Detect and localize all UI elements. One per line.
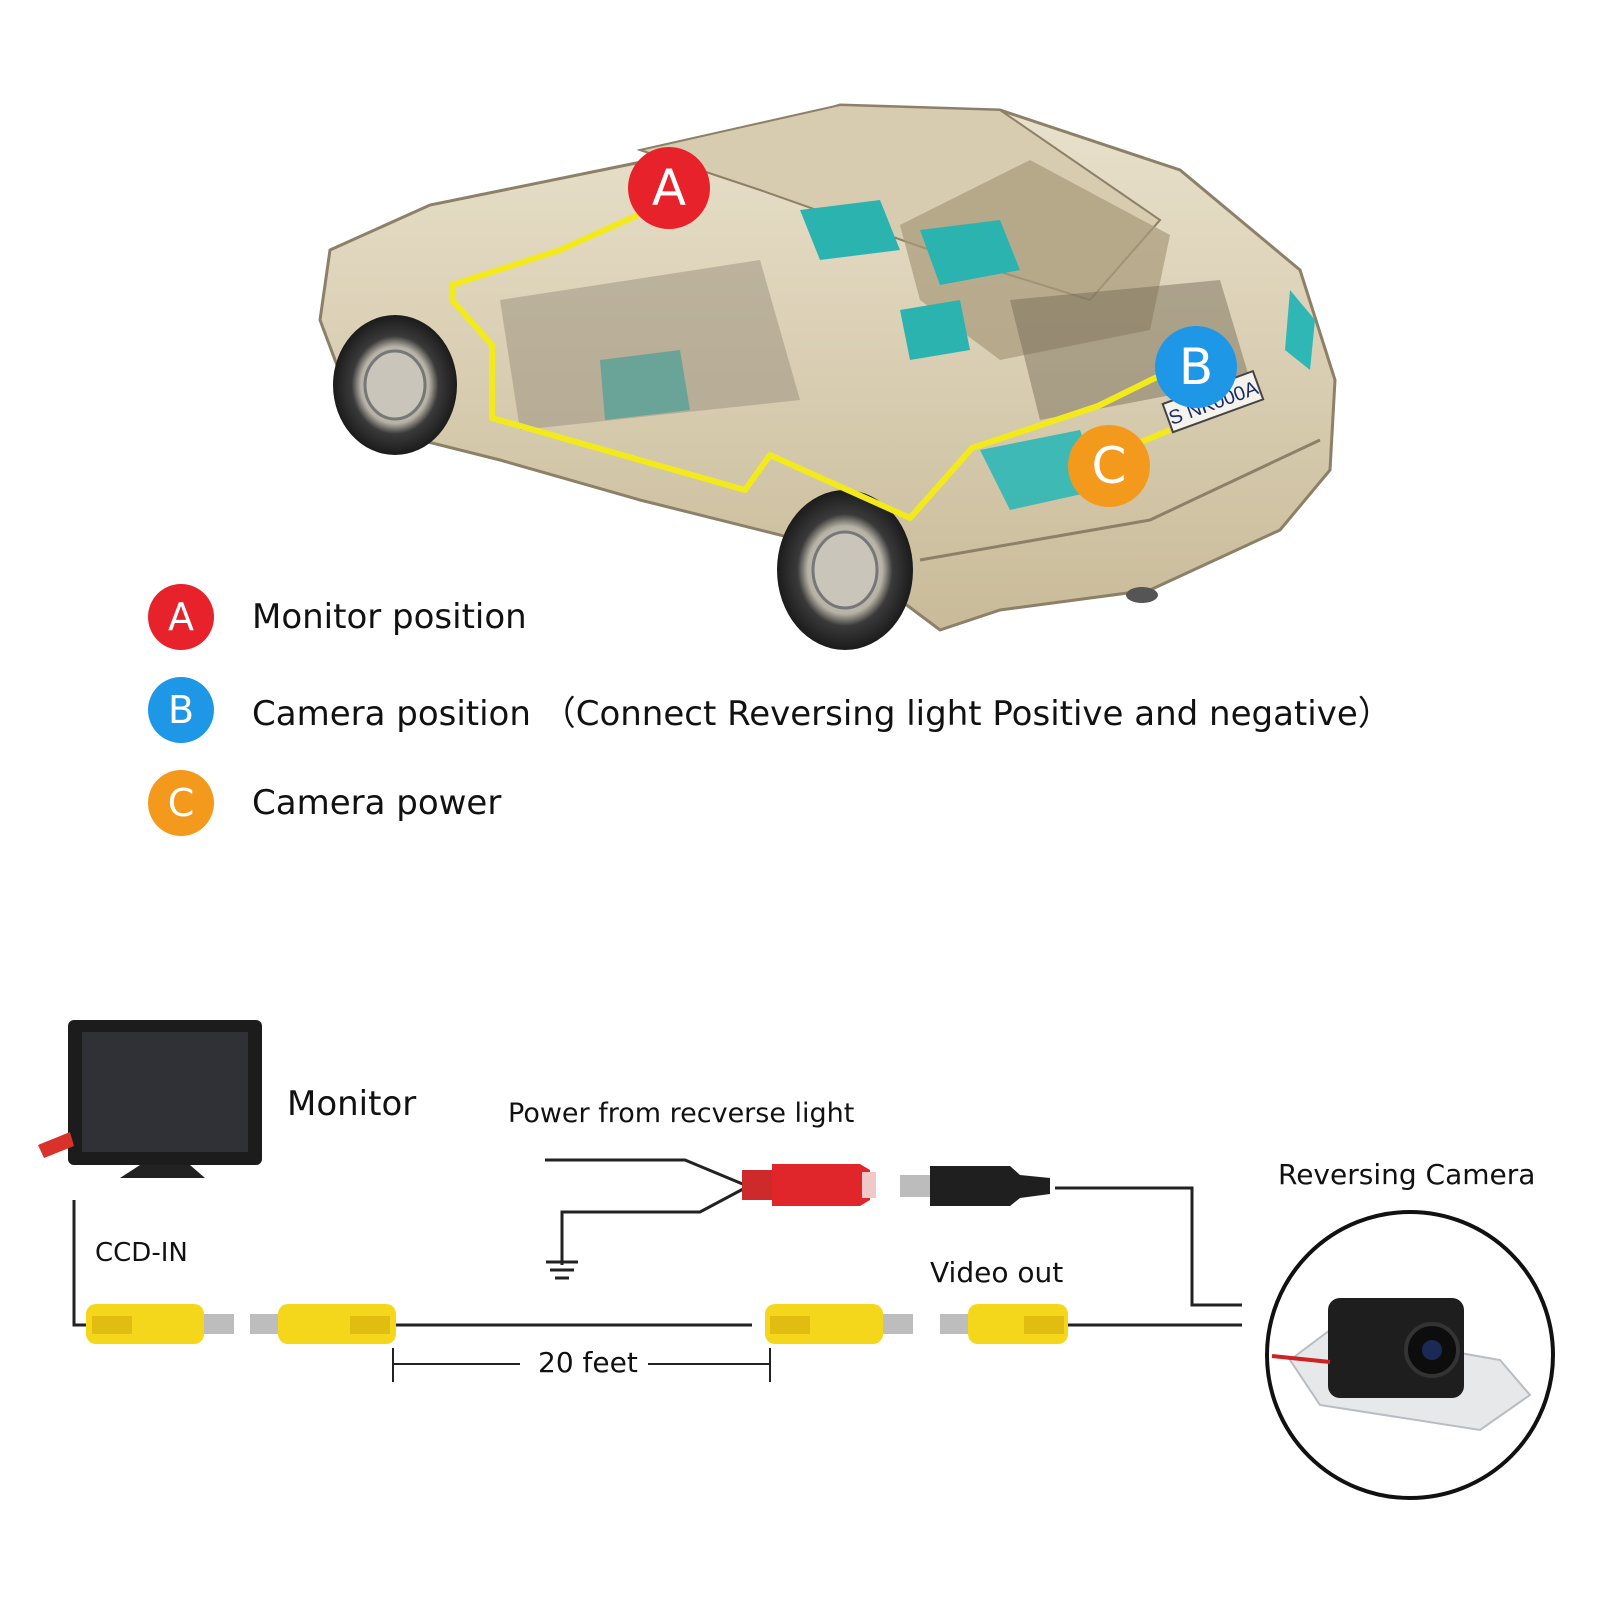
legend-row-b: B Camera position （Connect Reversing lig… [148, 677, 1392, 743]
front-wheel [333, 315, 457, 455]
legend-row-a: A Monitor position [148, 584, 527, 650]
power-label: Power from recverse light [508, 1098, 855, 1129]
legend-badge-c-letter: C [167, 781, 195, 825]
legend-row-c: C Camera power [148, 770, 501, 836]
rca-connector-4 [940, 1304, 1068, 1344]
marker-c-letter: C [1091, 437, 1127, 495]
marker-b-letter: B [1178, 338, 1214, 396]
camera-wire-route [449, 212, 1187, 521]
legend-badge-a: A [148, 584, 214, 650]
legend-text-c: Camera power [252, 783, 502, 823]
legend-badge-c: C [148, 770, 214, 836]
marker-b: B [1155, 326, 1237, 408]
power-plug-male [900, 1166, 1050, 1206]
legend-badge-b-letter: B [167, 688, 195, 732]
rca-connector-3 [765, 1304, 913, 1344]
monitor-label: Monitor [287, 1084, 417, 1124]
rear-wheel [777, 490, 913, 650]
camera-label: Reversing Camera [1278, 1158, 1536, 1191]
reversing-camera-icon [1265, 1210, 1555, 1500]
ccd-in-label: CCD-IN [95, 1238, 188, 1268]
legend-text-b: Camera position （Connect Reversing light… [252, 693, 1392, 734]
legend-text-a: Monitor position [252, 597, 527, 637]
length-dimension [392, 1348, 771, 1382]
rca-connector-1 [86, 1304, 234, 1344]
ground-icon [546, 1260, 578, 1280]
marker-a-letter: A [651, 159, 687, 217]
legend-badge-b: B [148, 677, 214, 743]
length-label: 20 feet [538, 1346, 638, 1379]
monitor-icon [38, 1020, 262, 1178]
marker-a: A [628, 147, 710, 229]
power-plug-female [742, 1164, 876, 1206]
video-out-label: Video out [930, 1256, 1064, 1289]
rca-connector-2 [250, 1304, 396, 1344]
marker-c: C [1068, 425, 1150, 507]
legend-badge-a-letter: A [168, 595, 194, 639]
